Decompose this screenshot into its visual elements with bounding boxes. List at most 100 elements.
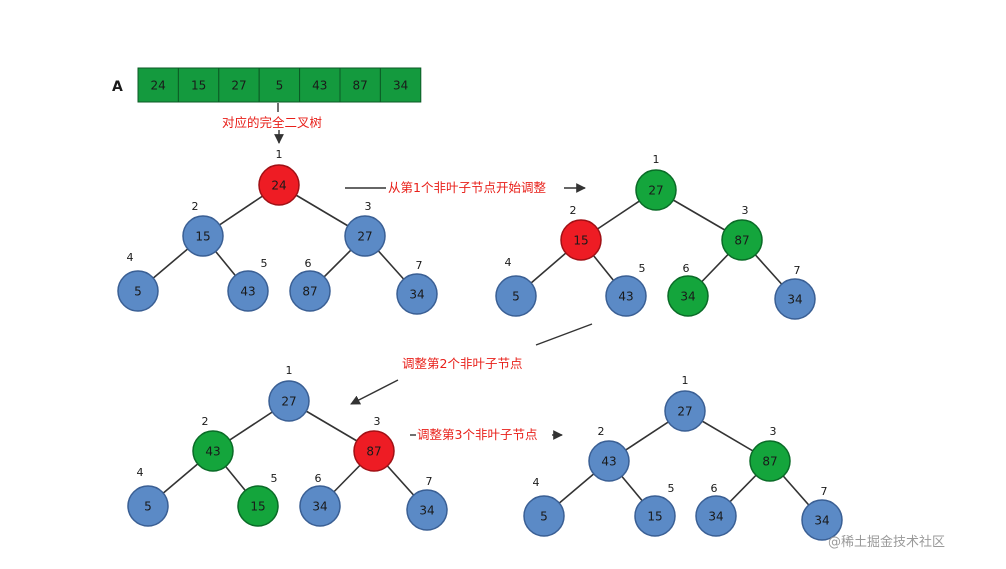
watermark: @稀土掘金技术社区 [828,534,945,550]
tree-node [635,169,677,211]
tree-node-index: 6 [305,257,312,270]
tree-node-index: 2 [598,425,605,438]
tree-node-value: 5 [512,290,520,304]
tree-node [774,278,816,320]
array-cell-value: 24 [151,79,166,93]
tree-node-index: 4 [127,251,134,264]
annotation-adjust-second: 调整第2个非叶子节点 [402,356,522,371]
tree-node-index: 7 [821,485,828,498]
tree-node-index: 4 [505,256,512,269]
tree-node-index: 6 [711,482,718,495]
array-cell [379,67,422,103]
array: 24 15 27 5 43 87 34 [137,67,422,103]
tree-node-index: 3 [742,204,749,217]
arrow-diag-lower [350,379,399,405]
tree-node-value: 5 [540,510,548,524]
array-cell-value: 34 [393,79,408,93]
tree-node [268,380,310,422]
tree-node-value: 43 [618,290,633,304]
tree-node-value: 34 [708,510,723,524]
tree-node-index: 5 [639,262,646,275]
tree-node [495,275,537,317]
tree-node-index: 1 [653,153,660,166]
array-cell [137,67,179,103]
tree-node-value: 27 [677,405,692,419]
tree-node-index: 4 [137,466,144,479]
array-label: A [112,79,123,95]
tree-node-value: 15 [250,500,265,514]
tree-node [406,489,448,531]
tree-node [258,164,300,206]
tree-node [634,495,676,537]
tree-node-index: 5 [668,482,675,495]
tree-node [237,485,279,527]
array-cell [177,67,220,103]
tree-node [695,495,737,537]
tree-node [801,499,843,541]
annotation-start-adjust: 从第1个非叶子节点开始调整 [388,180,546,195]
tree-node [227,270,269,312]
arrow-diag-upper [535,323,593,346]
annotation-complete-tree: 对应的完全二叉树 [222,115,322,130]
tree-node-value: 87 [734,234,749,248]
tree-node [289,270,331,312]
tree-node [664,390,706,432]
tree-node [721,219,763,261]
tree-node [605,275,647,317]
tree-node-value: 34 [787,293,802,307]
tree-node [560,219,602,261]
tree-node-value: 27 [281,395,296,409]
array-cell-value: 87 [353,79,368,93]
tree-node-value: 15 [195,230,210,244]
tree-node-index: 5 [261,257,268,270]
tree-node [127,485,169,527]
tree-node [299,485,341,527]
array-cell-value: 43 [312,79,327,93]
tree-node-index: 7 [794,264,801,277]
annotation-adjust-third: 调整第3个非叶子节点 [417,427,537,442]
tree-node [667,275,709,317]
tree-node-index: 7 [426,475,433,488]
array-cell-value: 15 [191,79,206,93]
tree-node-index: 6 [315,472,322,485]
tree-node-value: 5 [144,500,152,514]
tree-node-value: 34 [680,290,695,304]
tree-node [396,273,438,315]
tree-node-index: 2 [192,200,199,213]
tree-node-value: 27 [648,184,663,198]
array-cell [218,67,260,103]
tree-node-index: 2 [570,204,577,217]
tree-node [523,495,565,537]
tree-node [192,430,234,472]
tree-node-index: 3 [365,200,372,213]
tree-node [344,215,386,257]
tree-node-value: 27 [357,230,372,244]
tree-node-index: 7 [416,259,423,272]
tree-node-value: 5 [134,285,142,299]
tree-node-value: 24 [271,179,286,193]
array-cell [339,67,381,103]
tree-node-index: 5 [271,472,278,485]
tree-node-index: 4 [533,476,540,489]
tree-node [182,215,224,257]
tree-node-index: 1 [286,364,293,377]
tree-node-index: 1 [276,148,283,161]
tree-node-value: 87 [302,285,317,299]
tree-node-index: 2 [202,415,209,428]
array-cell-value: 27 [231,79,246,93]
tree-node-index: 6 [683,262,690,275]
tree-node-value: 43 [601,455,616,469]
tree-node-value: 34 [814,514,829,528]
tree-node [353,430,395,472]
tree-node [117,270,159,312]
tree-node-value: 34 [312,500,327,514]
tree-node-index: 3 [374,415,381,428]
array-cell-value: 5 [276,79,284,93]
tree-node-value: 87 [762,455,777,469]
array-cell [299,67,341,103]
